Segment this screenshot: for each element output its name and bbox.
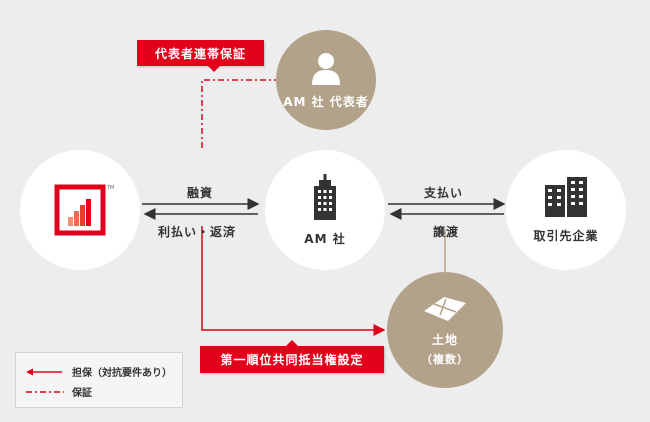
repayment-label: 利払い・返済 <box>158 225 237 239</box>
mortgage-tag-pointer <box>286 340 298 346</box>
legend-arrow-swatch <box>26 368 62 375</box>
financing-label: 融資 <box>187 186 214 200</box>
land-parcel-icon <box>424 297 466 321</box>
legend-box: 担保（対抗要件あり） 保証 <box>15 352 183 408</box>
guarantee-tag: 代表者連帯保証 <box>137 40 264 72</box>
building-icon <box>314 173 336 220</box>
partner-company-node: 取引先企業 <box>506 150 626 270</box>
guarantee-tag-text: 代表者連帯保証 <box>154 46 246 61</box>
office-buildings-icon <box>545 176 587 217</box>
collateral-line <box>201 226 386 336</box>
guarantee-tag-pointer <box>208 66 220 72</box>
legend-dashdot-swatch <box>26 390 64 393</box>
person-icon <box>312 52 340 85</box>
transfer-label: 譲渡 <box>433 225 460 239</box>
am-company-node: AM 社 <box>265 150 385 270</box>
land-node: 土地 （複数） <box>387 272 503 388</box>
representative-node: AM 社 代表者 <box>276 30 376 130</box>
company-logo-node: TM <box>20 150 140 270</box>
payment-label: 支払い <box>424 186 464 200</box>
legend-guarantee-text: 保証 <box>72 388 92 399</box>
company-logo-icon <box>54 184 106 236</box>
guarantee-line <box>201 79 277 148</box>
am-company-label: AM 社 <box>304 231 346 246</box>
trademark-mark: TM <box>107 185 115 191</box>
legend-row-collateral: 担保（対抗要件あり） <box>26 364 172 379</box>
land-sub-label: （複数） <box>421 353 469 366</box>
partner-company-label: 取引先企業 <box>533 228 599 243</box>
mortgage-tag: 第一順位共同抵当権設定 <box>200 340 384 373</box>
legend-row-guarantee: 保証 <box>26 384 92 399</box>
representative-label: AM 社 代表者 <box>283 94 369 109</box>
legend-collateral-text: 担保（対抗要件あり） <box>72 368 172 379</box>
mortgage-tag-text: 第一順位共同抵当権設定 <box>220 353 364 367</box>
land-label: 土地 <box>431 333 458 347</box>
